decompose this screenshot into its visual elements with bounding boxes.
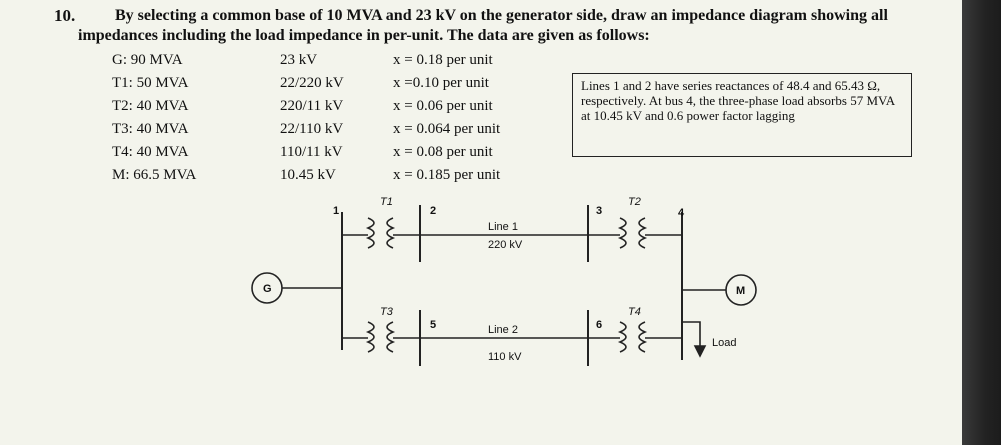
transformer-t3-symbol	[365, 321, 396, 353]
question-text: By selecting a common base of 10 MVA and…	[78, 7, 888, 44]
row-voltage: 220/11 kV	[280, 98, 344, 114]
generator-label: G	[263, 283, 272, 295]
row-voltage: 22/220 kV	[280, 75, 344, 91]
transformer-t4-symbol	[617, 321, 648, 353]
row-device: T1: 50 MVA	[112, 75, 189, 91]
bus-2-label: 2	[430, 205, 436, 217]
row-device: G: 90 MVA	[112, 52, 183, 68]
line-note-box: Lines 1 and 2 have series reactances of …	[572, 73, 912, 157]
row-reactance: x = 0.064 per unit	[393, 121, 501, 137]
line-2-label: Line 2	[488, 324, 518, 336]
row-device: T2: 40 MVA	[112, 98, 189, 114]
row-reactance: x = 0.08 per unit	[393, 144, 493, 160]
row-reactance: x =0.10 per unit	[393, 75, 489, 91]
bus-1-label: 1	[333, 205, 339, 217]
row-device: M: 66.5 MVA	[112, 167, 197, 183]
document-page: 10. By selecting a common base of 10 MVA…	[0, 0, 962, 445]
transformer-t1-label: T1	[380, 196, 393, 208]
transformer-t2-label: T2	[628, 196, 641, 208]
one-line-diagram: G M Load 1 2 3 4 5 6 T1 T2 T3 T4 Line 1 …	[251, 196, 757, 366]
transformer-t4-label: T4	[628, 306, 641, 318]
photo-background	[962, 0, 1001, 445]
row-reactance: x = 0.185 per unit	[393, 167, 501, 183]
question-number: 10.	[54, 6, 76, 25]
row-voltage: 23 kV	[280, 52, 318, 68]
row-voltage: 110/11 kV	[280, 144, 343, 160]
load-label: Load	[712, 337, 736, 349]
line-2-voltage: 110 kV	[488, 351, 522, 363]
row-reactance: x = 0.18 per unit	[393, 52, 493, 68]
row-device: T3: 40 MVA	[112, 121, 189, 137]
bus-6-label: 6	[596, 319, 602, 331]
bus-5-label: 5	[430, 319, 436, 331]
transformer-t1-symbol	[365, 217, 396, 249]
transformer-t2-symbol	[617, 217, 648, 249]
motor-label: M	[736, 285, 745, 297]
row-voltage: 10.45 kV	[280, 167, 336, 183]
line-1-voltage: 220 kV	[488, 239, 523, 251]
transformer-t3-label: T3	[380, 306, 394, 318]
load-arrow	[682, 321, 701, 350]
motor-symbol	[725, 274, 757, 306]
line-1-label: Line 1	[488, 221, 518, 233]
bus-4-label: 4	[678, 207, 685, 219]
bus-3-label: 3	[596, 205, 602, 217]
row-voltage: 22/110 kV	[280, 121, 344, 137]
row-device: T4: 40 MVA	[112, 144, 189, 160]
row-reactance: x = 0.06 per unit	[393, 98, 493, 114]
